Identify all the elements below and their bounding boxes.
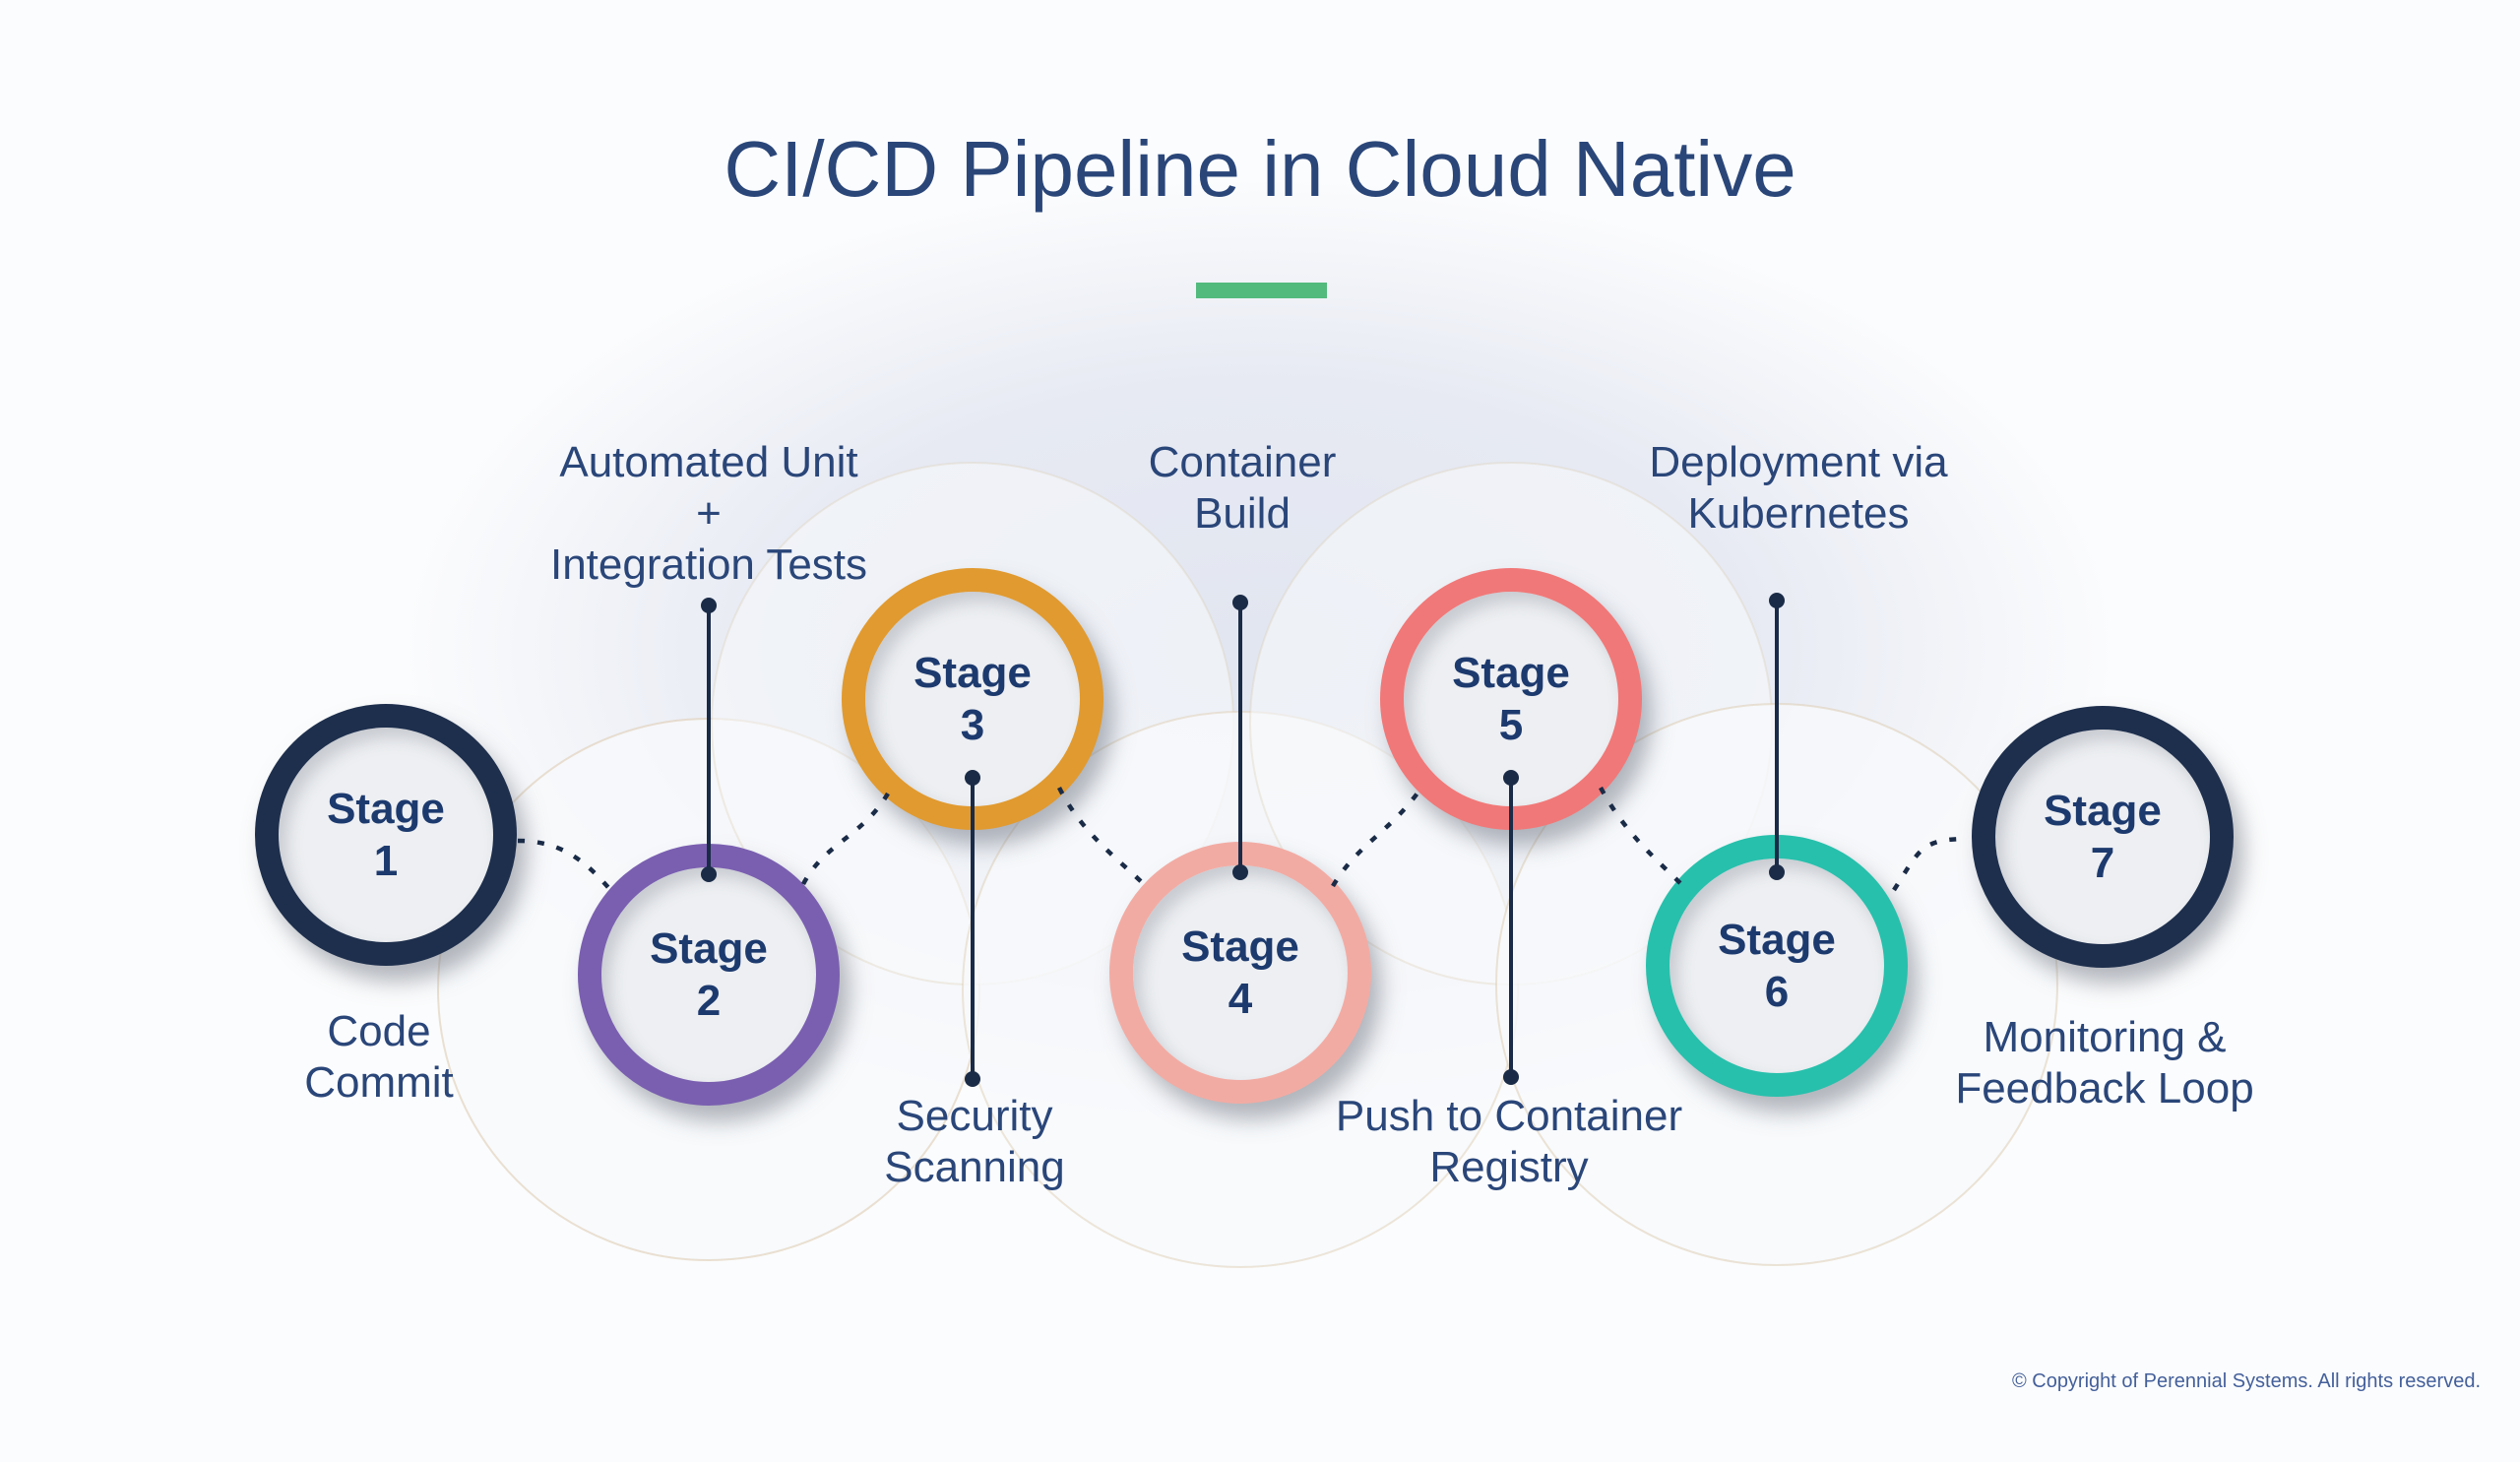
- connector-dot: [1503, 1069, 1519, 1085]
- label-line: Push to Container: [1335, 1092, 1683, 1140]
- stage-6-label: Deployment via Kubernetes: [1649, 437, 1947, 540]
- dashed-curve-2-3: [801, 792, 890, 886]
- stage-4-label: Container Build: [1149, 437, 1337, 540]
- stage-6-text: Stage 6: [1670, 858, 1884, 1073]
- label-line: Commit: [304, 1058, 454, 1107]
- stage-number: 3: [960, 701, 985, 749]
- label-line: +: [696, 489, 722, 538]
- page-title: CI/CD Pipeline in Cloud Native: [724, 125, 1796, 213]
- title-accent-bar: [1196, 283, 1327, 298]
- connector-dot: [965, 770, 980, 786]
- connector-dot: [701, 866, 717, 882]
- stage-number: 4: [1228, 975, 1253, 1023]
- stage-2-label: Automated Unit + Integration Tests: [550, 437, 867, 591]
- dashed-curve-1-2: [517, 838, 614, 894]
- dashed-curve-4-5: [1331, 786, 1423, 888]
- connector-dot: [1769, 864, 1785, 880]
- label-line: Build: [1194, 489, 1291, 538]
- label-line: Kubernetes: [1687, 489, 1910, 538]
- stage-4-text: Stage 4: [1133, 865, 1348, 1080]
- stage-5-label: Push to Container Registry: [1336, 1091, 1682, 1193]
- stage-3-text: Stage 3: [865, 592, 1080, 806]
- label-line: Registry: [1429, 1143, 1589, 1191]
- label-line: Container: [1148, 438, 1337, 486]
- stage-flow-dashed-curves: [517, 786, 1970, 894]
- label-line: Feedback Loop: [1955, 1064, 2254, 1112]
- stage-number: 6: [1764, 968, 1790, 1016]
- stage-1-text: Stage 1: [279, 728, 493, 942]
- label-line: Scanning: [884, 1143, 1065, 1191]
- label-line: Deployment via: [1649, 438, 1948, 486]
- dashed-curve-5-6: [1599, 786, 1689, 892]
- stage-number: 7: [2090, 839, 2115, 887]
- stage-word: Stage: [914, 649, 1032, 697]
- stage-word: Stage: [1718, 916, 1836, 964]
- stage-7-label: Monitoring & Feedback Loop: [1955, 1012, 2253, 1114]
- connector-dot: [701, 598, 717, 613]
- label-line: Integration Tests: [549, 540, 868, 589]
- stage-2-text: Stage 2: [601, 867, 816, 1082]
- stage-word: Stage: [2044, 787, 2162, 835]
- connector-dot: [1232, 864, 1248, 880]
- label-line: Security: [896, 1092, 1053, 1140]
- label-line: Monitoring &: [1983, 1013, 2227, 1061]
- copyright-notice: © Copyright of Perennial Systems. All ri…: [2011, 1370, 2481, 1392]
- stage-word: Stage: [1452, 649, 1570, 697]
- connector-dot: [1503, 770, 1519, 786]
- stage-word: Stage: [1181, 922, 1299, 971]
- label-line: Automated Unit: [559, 438, 858, 486]
- stage-number: 5: [1498, 701, 1524, 749]
- stage-1-label: Code Commit: [304, 1006, 454, 1109]
- stage-word: Stage: [650, 924, 768, 973]
- stage-number: 1: [373, 837, 399, 885]
- stage-word: Stage: [327, 785, 445, 833]
- dashed-curve-3-4: [1056, 786, 1150, 890]
- stage-5-text: Stage 5: [1404, 592, 1618, 806]
- label-line: Code: [327, 1007, 431, 1055]
- label-connector-lines: [701, 593, 1785, 1087]
- connector-dot: [1232, 595, 1248, 610]
- dashed-curve-6-7: [1892, 836, 1970, 892]
- stage-number: 2: [696, 977, 722, 1025]
- stage-3-label: Security Scanning: [884, 1091, 1064, 1193]
- connector-dot: [965, 1071, 980, 1087]
- connector-dot: [1769, 593, 1785, 608]
- stage-7-text: Stage 7: [1995, 730, 2210, 944]
